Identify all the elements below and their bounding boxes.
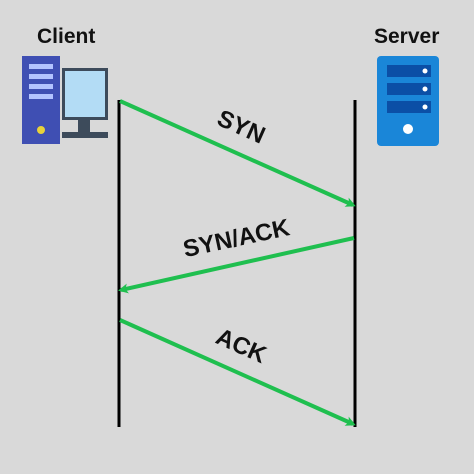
client-computer-icon [22, 56, 108, 144]
syn-label: SYN [213, 105, 269, 150]
ack-arrow [119, 318, 356, 426]
syn-arrow [119, 99, 356, 207]
server-label: Server [374, 25, 440, 48]
client-label: Client [37, 25, 96, 48]
server-icon [377, 56, 439, 146]
syn-ack-arrow [118, 236, 355, 294]
ack-label: ACK [212, 323, 271, 369]
